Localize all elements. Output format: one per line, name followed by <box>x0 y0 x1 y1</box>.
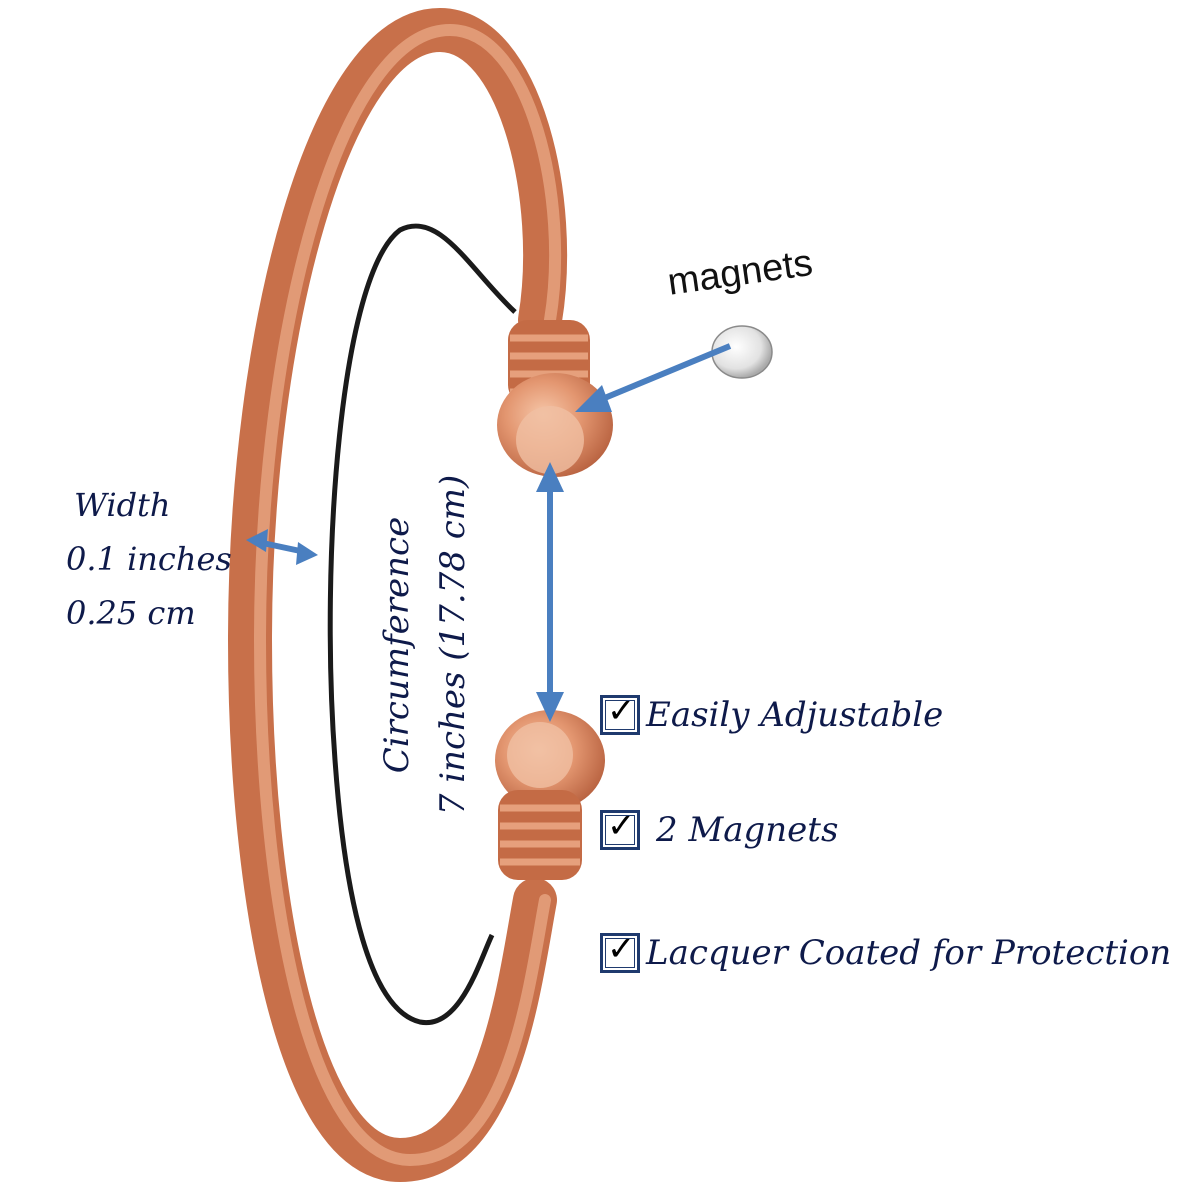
check-icon: ✓ <box>607 691 636 731</box>
check-icon: ✓ <box>607 806 636 846</box>
circumference-value: 7 inches (17.78 cm) <box>433 474 473 816</box>
bangle-ring <box>227 7 568 1183</box>
checkbox-icon: ✓ <box>600 691 640 735</box>
lower-end-cap <box>495 710 605 880</box>
check-icon: ✓ <box>607 929 636 969</box>
feature-label: Easily Adjustable <box>646 695 944 735</box>
feature-label: 2 Magnets <box>656 810 839 850</box>
feature-label: Lacquer Coated for Protection <box>646 933 1172 973</box>
width-inches: 0.1 inches <box>66 540 232 578</box>
width-callout: Width 0.1 inches 0.25 cm <box>66 478 232 640</box>
magnet-arrow <box>575 343 732 412</box>
width-arrow <box>246 529 318 565</box>
width-label: Width <box>74 486 171 524</box>
feature-item-lacquer: ✓ Lacquer Coated for Protection <box>600 929 1172 973</box>
checkbox-icon: ✓ <box>600 806 640 850</box>
checkbox-icon: ✓ <box>600 929 640 973</box>
gap-arrow <box>536 462 564 722</box>
feature-item-magnets: ✓ 2 Magnets <box>600 806 839 850</box>
width-cm: 0.25 cm <box>66 594 196 632</box>
upper-end-cap <box>497 320 613 477</box>
feature-item-adjustable: ✓ Easily Adjustable <box>600 691 944 735</box>
circumference-label: Circumference <box>377 516 417 774</box>
inner-wire <box>327 223 517 1025</box>
